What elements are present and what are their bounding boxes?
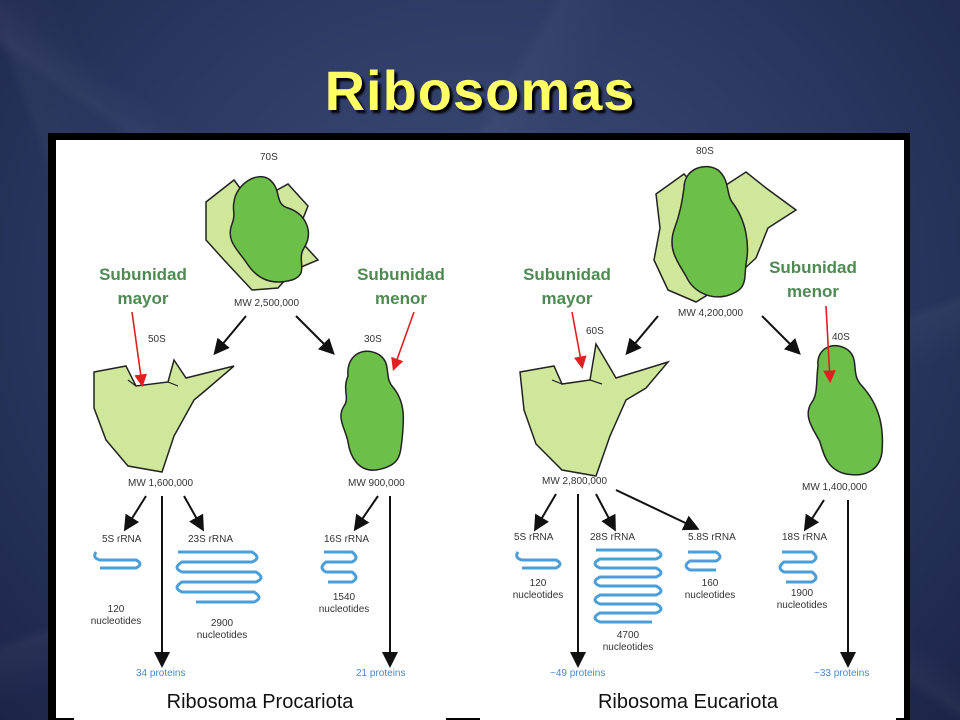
rna-5s-euk-unit: nucleotides: [513, 590, 564, 601]
label-16s-rrna: 16S rRNA: [324, 534, 369, 545]
prokaryote-70s-ribosome: [205, 175, 320, 291]
label-80s-mw: MW 4,200,000: [678, 308, 743, 319]
rna-5-8s-unit: nucleotides: [685, 590, 736, 601]
caption-eukaryote: Ribosoma Eucariota: [480, 686, 896, 720]
label-30s: 30S: [364, 334, 382, 345]
caption-prokaryote: Ribosoma Procariota: [74, 686, 446, 720]
rna-16s-length: 1540: [333, 592, 356, 603]
eukaryote-40s-subunit: [807, 345, 884, 476]
ribosome-diagram: 70S MW 2,500,000 50S MW 1,600,000 30S MW…: [91, 146, 884, 679]
label-40s-mw: MW 1,400,000: [802, 482, 867, 493]
label-80s: 80S: [696, 146, 714, 157]
rna-18s-unit: nucleotides: [777, 600, 828, 611]
rna-23s-squiggle: [175, 550, 263, 604]
rna-5s-length: 120: [108, 604, 125, 615]
eukaryote-60s-subunit: [519, 341, 671, 477]
label-5s-rrna-euk: 5S rRNA: [514, 532, 554, 543]
label-60s: 60S: [586, 326, 604, 337]
rna-16s-unit: nucleotides: [319, 604, 370, 615]
label-21-proteins: 21 proteins: [356, 668, 405, 679]
label-70s: 70S: [260, 152, 278, 163]
label-pro-major-subunit: Subunidad mayor: [99, 265, 187, 308]
pointer-euk-major: [571, 311, 587, 370]
label-18s-rrna: 18S rRNA: [782, 532, 827, 543]
label-60s-mw: MW 2,800,000: [542, 476, 607, 487]
rna-16s-squiggle: [320, 550, 358, 584]
label-50s: 50S: [148, 334, 166, 345]
label-70s-mw: MW 2,500,000: [234, 298, 299, 309]
pointer-pro-minor: [391, 311, 415, 372]
prokaryote-50s-subunit: [93, 358, 235, 473]
label-50s-mw: MW 1,600,000: [128, 478, 193, 489]
arrow-to-28s: [595, 493, 616, 532]
arrow-to-18s: [803, 499, 825, 532]
arrow-to-5s-euk: [533, 493, 557, 532]
label-pro-minor-subunit: Subunidad menor: [357, 265, 445, 308]
label-40s: 40S: [832, 332, 850, 343]
rna-28s-squiggle: [593, 548, 663, 624]
pointer-euk-minor: [823, 305, 836, 384]
rna-28s-unit: nucleotides: [603, 642, 654, 653]
rna-5s-euk-squiggle: [515, 551, 562, 570]
label-5s-rrna: 5S rRNA: [102, 534, 142, 545]
label-34-proteins: 34 proteins: [136, 668, 185, 679]
rna-23s-unit: nucleotides: [197, 630, 248, 641]
arrow-to-40s: [761, 315, 801, 355]
rna-5-8s-squiggle: [684, 550, 722, 572]
eukaryote-80s-ribosome: [653, 165, 798, 303]
rna-5s-unit: nucleotides: [91, 616, 142, 627]
arrow-to-50s: [213, 315, 247, 356]
slide-title: Ribosomas: [324, 59, 636, 122]
rna-18s-squiggle: [778, 550, 818, 584]
arrow-to-60s: [625, 315, 659, 356]
pointer-pro-major: [131, 311, 148, 388]
rna-23s-length: 2900: [211, 618, 234, 629]
rna-5-8s-length: 160: [702, 578, 719, 589]
rna-5s-squiggle: [93, 551, 142, 570]
arrow-to-30s: [295, 315, 335, 355]
prokaryote-30s-subunit: [340, 350, 405, 471]
arrow-to-5s: [123, 495, 147, 532]
rna-18s-length: 1900: [791, 588, 814, 599]
label-28s-rrna: 28S rRNA: [590, 532, 635, 543]
label-49-proteins: ~49 proteins: [550, 668, 605, 679]
arrow-to-23s: [183, 495, 204, 532]
arrow-to-16s: [353, 495, 379, 532]
label-5-8s-rrna: 5.8S rRNA: [688, 532, 736, 543]
arrow-to-5-8s: [615, 489, 700, 531]
label-23s-rrna: 23S rRNA: [188, 534, 233, 545]
label-33-proteins: ~33 proteins: [814, 668, 869, 679]
label-euk-minor-subunit: Subunidad menor: [758, 256, 868, 304]
rna-5s-euk-length: 120: [530, 578, 547, 589]
label-euk-major-subunit: Subunidad mayor: [523, 265, 611, 308]
label-30s-mw: MW 900,000: [348, 478, 405, 489]
rna-28s-length: 4700: [617, 630, 640, 641]
